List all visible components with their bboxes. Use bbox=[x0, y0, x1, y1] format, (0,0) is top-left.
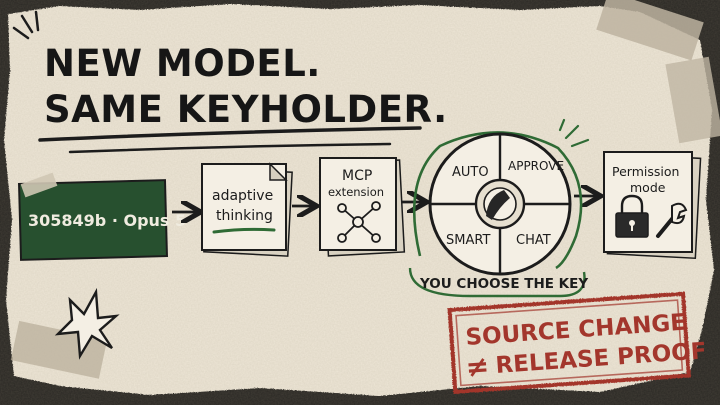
dial-spark-icon bbox=[558, 118, 590, 148]
headline-underline bbox=[38, 126, 422, 142]
star-burst-icon bbox=[54, 287, 120, 360]
headline-underline-2 bbox=[68, 142, 392, 154]
adaptive-line-2: thinking bbox=[216, 208, 273, 224]
wrench-icon bbox=[656, 202, 688, 238]
mcp-line-1: MCP bbox=[342, 168, 372, 184]
permission-line-2: mode bbox=[630, 180, 666, 195]
tape-right bbox=[665, 56, 720, 144]
headline-line-1: NEW MODEL. bbox=[44, 42, 321, 85]
step-adaptive-thinking: adaptive thinking bbox=[201, 162, 293, 257]
dial-approve: APPROVE bbox=[508, 159, 564, 173]
mcp-line-2: extension bbox=[328, 185, 384, 199]
dial-chat: CHAT bbox=[516, 233, 551, 248]
adaptive-line-1: adaptive bbox=[212, 188, 273, 204]
tape-top-right bbox=[596, 0, 704, 61]
step-permission-mode: Permission mode bbox=[603, 151, 702, 260]
network-nodes-icon bbox=[337, 201, 381, 243]
headline: NEW MODEL. SAME KEYHOLDER. bbox=[12, 10, 448, 154]
adaptive-underline bbox=[212, 227, 276, 234]
dial-caption: YOU CHOOSE THE KEY bbox=[419, 276, 588, 292]
commit-label: 305849b · Opus 5 bbox=[28, 211, 186, 230]
padlock-icon bbox=[615, 194, 649, 238]
dial-smart: SMART bbox=[446, 233, 490, 248]
dial-caption-frame bbox=[408, 267, 586, 298]
permission-line-1: Permission bbox=[612, 164, 679, 179]
dial-auto: AUTO bbox=[452, 165, 489, 180]
headline-line-2: SAME KEYHOLDER. bbox=[44, 88, 448, 131]
accent-marks-icon bbox=[12, 10, 40, 40]
mode-dial: AUTO APPROVE SMART CHAT YOU CHOOSE THE K… bbox=[408, 118, 590, 298]
stamp-symbol: ≠ bbox=[465, 349, 491, 384]
commit-card: 305849b · Opus 5 bbox=[18, 172, 186, 261]
key-knob-icon bbox=[486, 190, 510, 220]
step-mcp-extension: MCP extension bbox=[319, 157, 406, 257]
dial-green-outline bbox=[412, 131, 583, 270]
